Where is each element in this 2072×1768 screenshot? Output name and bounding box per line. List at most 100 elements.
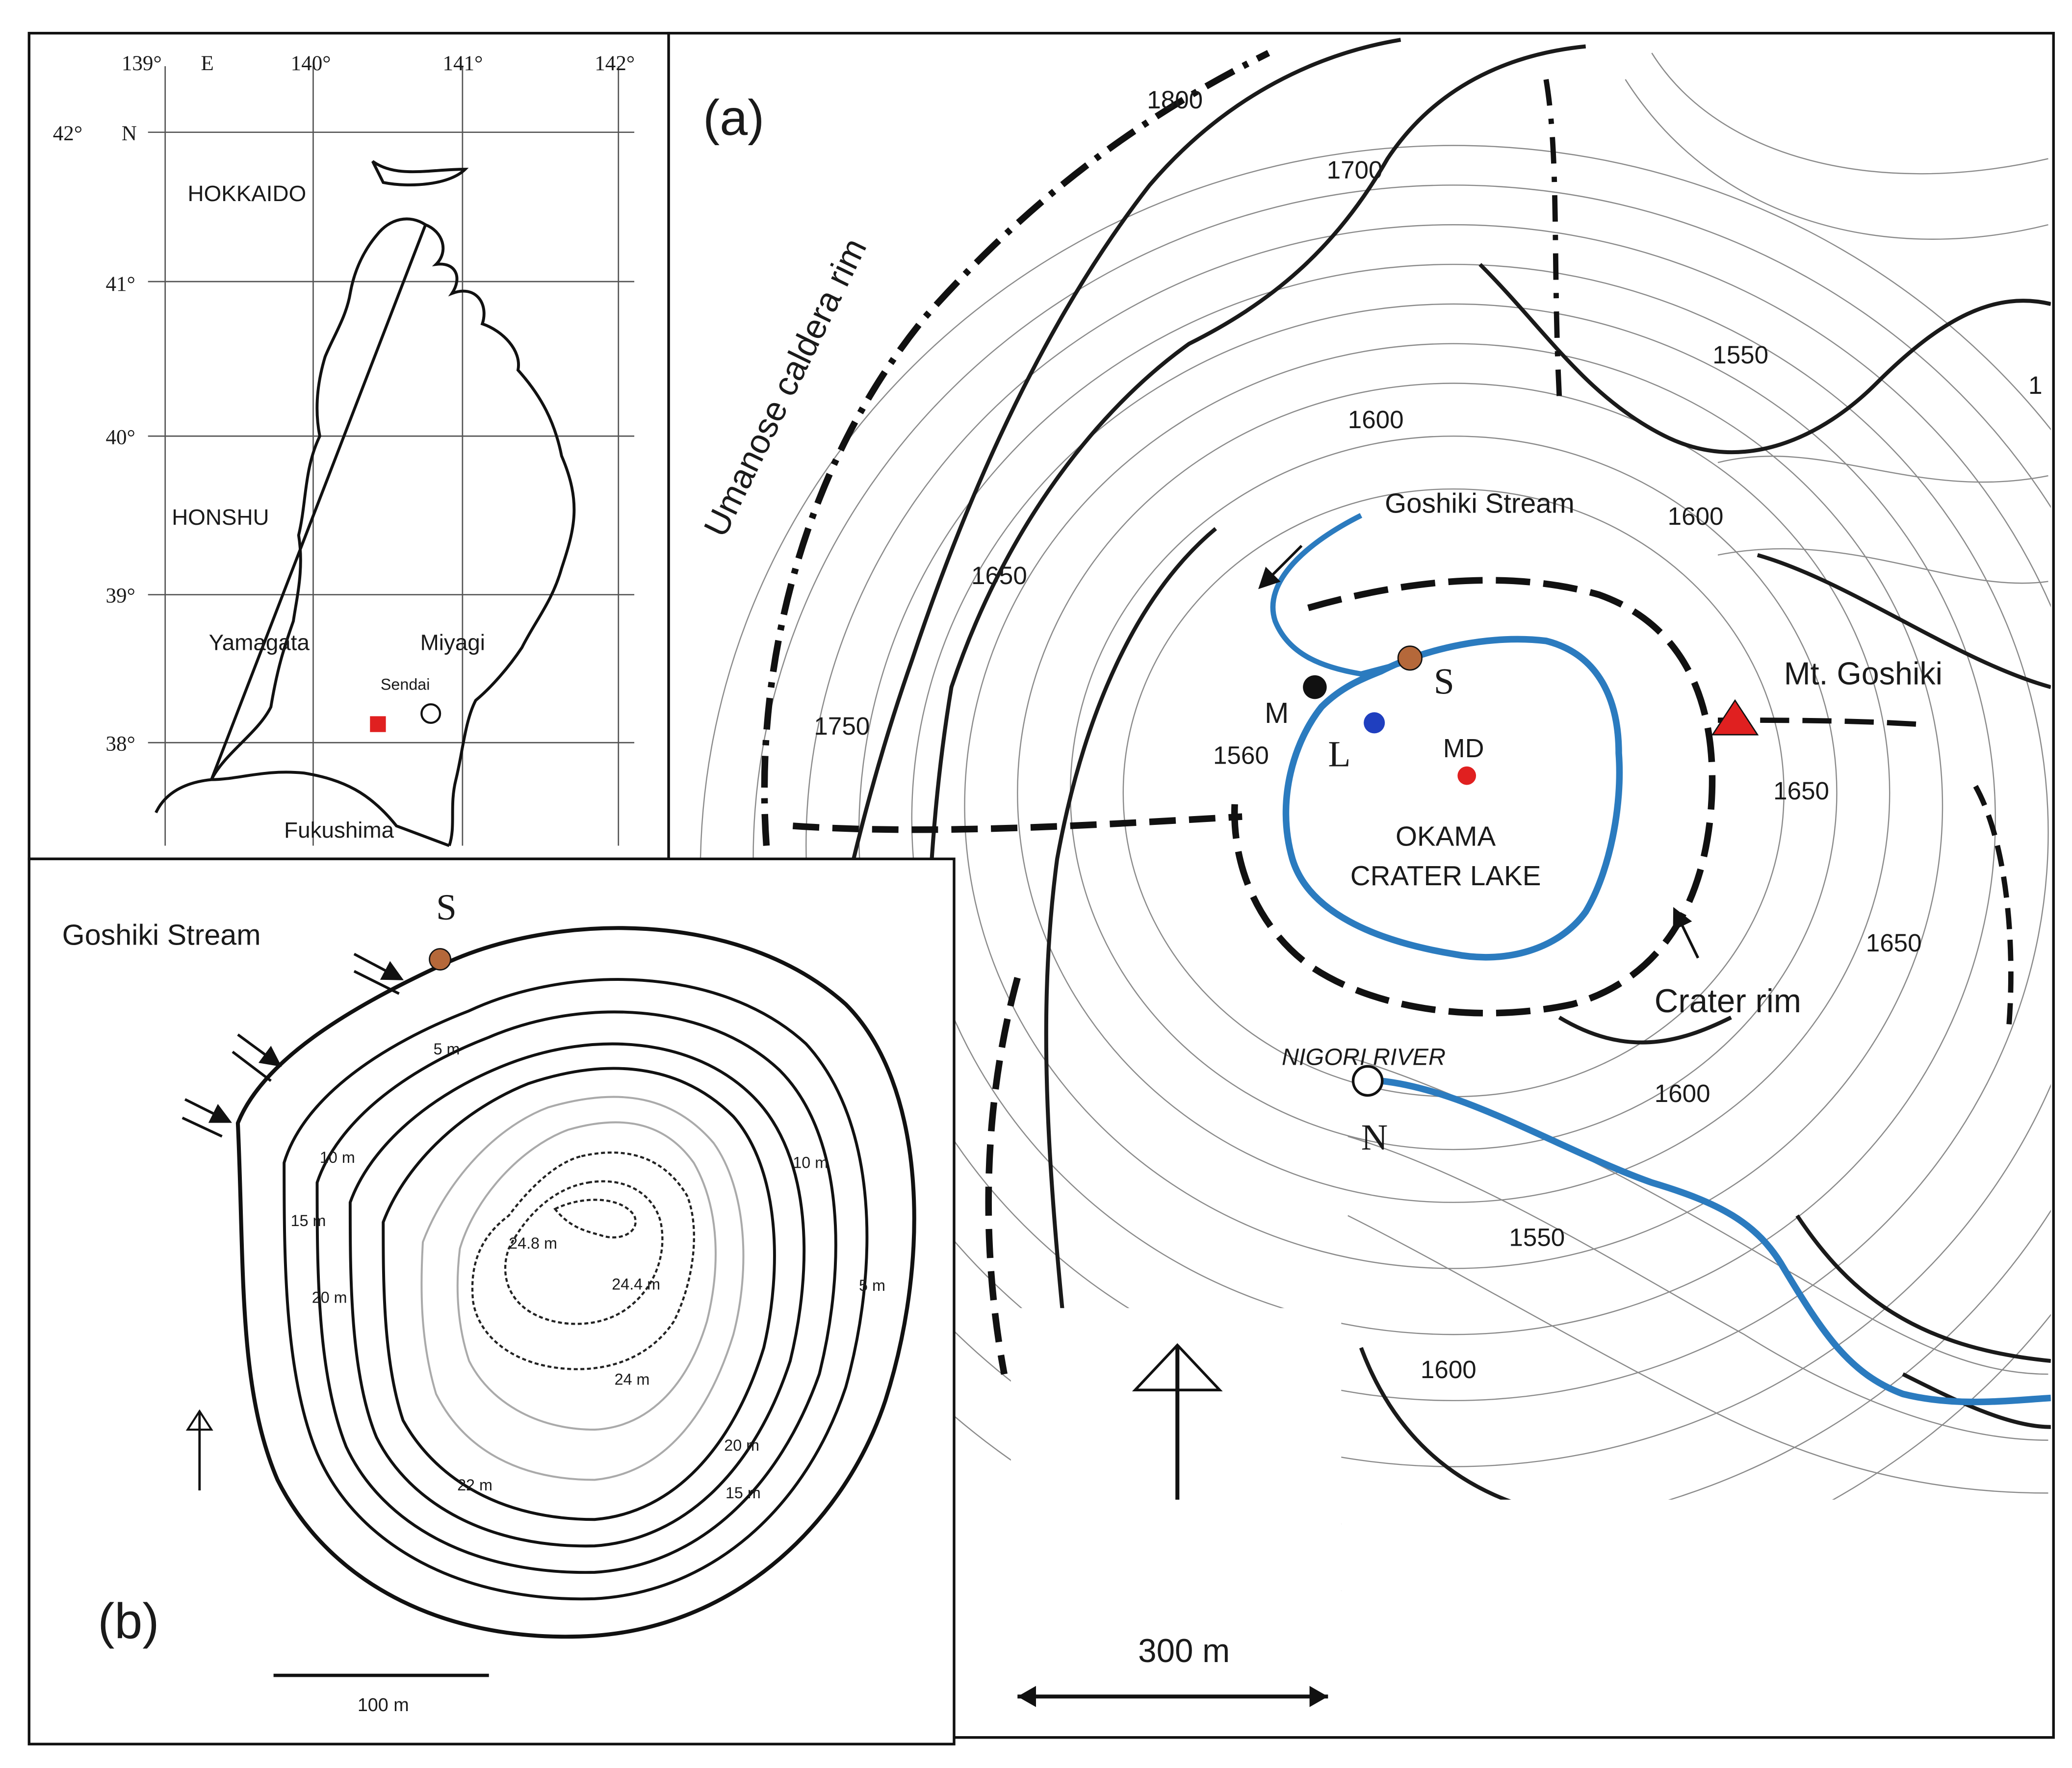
inset-region-labels: HOKKAIDO HONSHU Yamagata Miyagi Sendai F…: [172, 181, 485, 843]
label-fukushima: Fukushima: [284, 818, 394, 843]
scale-bar-a: 300 m: [1017, 1633, 1328, 1707]
stream-flow-arrow: [1258, 544, 1303, 589]
point-label-l: L: [1328, 734, 1350, 775]
lake-shore: [235, 926, 916, 1639]
caldera-rim-south: [985, 976, 1021, 1375]
crater-rim-arrow: [1673, 907, 1700, 959]
ridge-line: [1543, 79, 1562, 397]
depth-label-20m-se: 20 m: [724, 1436, 759, 1454]
elevation-1650-w: 1650: [971, 562, 1027, 589]
elevation-1700: 1700: [1327, 156, 1383, 184]
lat-label-41: 41°: [106, 273, 135, 296]
lat-label-39: 39°: [106, 585, 135, 608]
depth-labels: 5 m 10 m 15 m 20 m 10 m 5 m 24.8 m 24.4 …: [291, 1040, 885, 1502]
nigori-river: [1380, 1077, 2051, 1406]
lat-label-38: 38°: [106, 732, 135, 755]
inset-map: 139° E 140° 141° 142° 42° N 41° 40° 39° …: [27, 31, 670, 861]
blank-area-2: [1341, 1499, 2051, 1735]
elevation-1550-s: 1550: [1509, 1224, 1565, 1252]
label-yamagata: Yamagata: [209, 630, 310, 655]
mt-goshiki-label: Mt. Goshiki: [1784, 656, 1942, 692]
point-labels: S M L MD N: [1265, 662, 1484, 1158]
label-hokkaido: HOKKAIDO: [188, 181, 307, 206]
north-arrow-b: [185, 1409, 213, 1490]
lat-label-40: 40°: [106, 426, 135, 449]
elevation-1600-se: 1600: [1655, 1079, 1710, 1107]
caldera-rim-west: [792, 813, 1243, 833]
lake-label-line2: CRATER LAKE: [1350, 860, 1541, 891]
lat-label-n: N: [122, 122, 137, 145]
point-label-s-b: S: [436, 887, 457, 928]
sampling-point-m: [1303, 675, 1327, 699]
mt-goshiki-peak-icon: [1711, 699, 1759, 736]
okama-location-marker: [370, 716, 386, 732]
elevation-1560: 1560: [1213, 741, 1269, 769]
depth-label-5m-e: 5 m: [859, 1277, 885, 1294]
inflow-arrows: [181, 952, 404, 1138]
inset-frame: [27, 31, 670, 861]
point-label-n: N: [1361, 1117, 1388, 1158]
panel-b-frame: [27, 857, 956, 1745]
elevation-1600-s: 1600: [1421, 1356, 1476, 1384]
scale-bar-b: 100 m: [273, 1673, 489, 1715]
elevation-1800: 1800: [1147, 86, 1203, 114]
sampling-point-md: [1457, 766, 1476, 785]
point-label-md: MD: [1443, 734, 1484, 763]
elevation-partial: 1: [2028, 371, 2042, 399]
elevation-1650-e: 1650: [1773, 777, 1829, 805]
sampling-point-s-b: [429, 948, 451, 971]
point-label-s: S: [1434, 662, 1454, 702]
sampling-point-n: [1351, 1065, 1384, 1097]
depth-label-22m: 22 m: [457, 1476, 492, 1494]
lake-label: OKAMA CRATER LAKE: [1350, 820, 1541, 891]
crater-rim-label: Crater rim: [1655, 983, 1801, 1020]
depth-label-24m: 24 m: [615, 1370, 650, 1388]
point-label-m: M: [1265, 696, 1289, 729]
sampling-point-l: [1364, 712, 1385, 734]
inset-graticule: [148, 66, 635, 846]
crater-rim: [1231, 577, 1716, 1017]
panel-b-label: (b): [98, 1593, 159, 1649]
goshiki-stream-label-a: Goshiki Stream: [1385, 488, 1575, 519]
elevation-1600-ne: 1600: [1668, 502, 1724, 530]
label-miyagi: Miyagi: [420, 630, 485, 655]
sendai-city-marker: [420, 703, 441, 724]
lon-label-141: 141°: [442, 52, 483, 75]
inset-coastline: [155, 160, 576, 847]
elevation-1750: 1750: [814, 712, 870, 740]
scale-bar-a-label: 300 m: [1138, 1633, 1230, 1669]
caldera-rim: [761, 50, 1270, 846]
goshiki-stream-label-b: Goshiki Stream: [62, 918, 261, 951]
elevation-labels: 1800 1700 1550 1600 1600 1650 1750 1560 …: [814, 86, 2042, 1384]
depth-label-10m-w: 10 m: [320, 1149, 355, 1166]
panel-a-label: (a): [703, 89, 764, 146]
sampling-point-s: [1397, 645, 1423, 671]
north-arrow-a: [1132, 1343, 1223, 1500]
lon-label-140: 140°: [291, 52, 331, 75]
elevation-1650-se: 1650: [1866, 929, 1922, 957]
lat-label-42: 42°: [53, 122, 82, 145]
depth-label-15m-w: 15 m: [291, 1212, 326, 1230]
label-sendai: Sendai: [381, 675, 430, 693]
label-honshu: HONSHU: [172, 505, 269, 530]
bathymetry: [235, 926, 916, 1639]
lake-label-line1: OKAMA: [1396, 820, 1496, 851]
inset-lat-labels: 42° N 41° 40° 39° 38°: [53, 122, 137, 756]
elevation-1600-n: 1600: [1348, 406, 1404, 434]
depth-label-24-8m: 24.8 m: [509, 1234, 557, 1252]
goshiki-stream: [1270, 513, 1412, 677]
lon-label-139: 139°: [122, 52, 162, 75]
panel-b: Goshiki Stream S 5 m 10 m 15 m 20 m 10 m…: [27, 857, 956, 1745]
scale-bar-b-label: 100 m: [358, 1694, 409, 1715]
lon-label-e: E: [201, 52, 213, 75]
elevation-1550-ne: 1550: [1712, 341, 1768, 369]
depth-label-5m-nw: 5 m: [434, 1040, 460, 1058]
depth-label-20m-w: 20 m: [312, 1288, 347, 1306]
depth-label-24-4m: 24.4 m: [612, 1276, 660, 1293]
inset-lon-labels: 139° E 140° 141° 142°: [122, 52, 635, 75]
depth-label-15m-se: 15 m: [725, 1484, 761, 1502]
lon-label-142: 142°: [595, 52, 635, 75]
depth-label-10m-e: 10 m: [793, 1154, 828, 1172]
